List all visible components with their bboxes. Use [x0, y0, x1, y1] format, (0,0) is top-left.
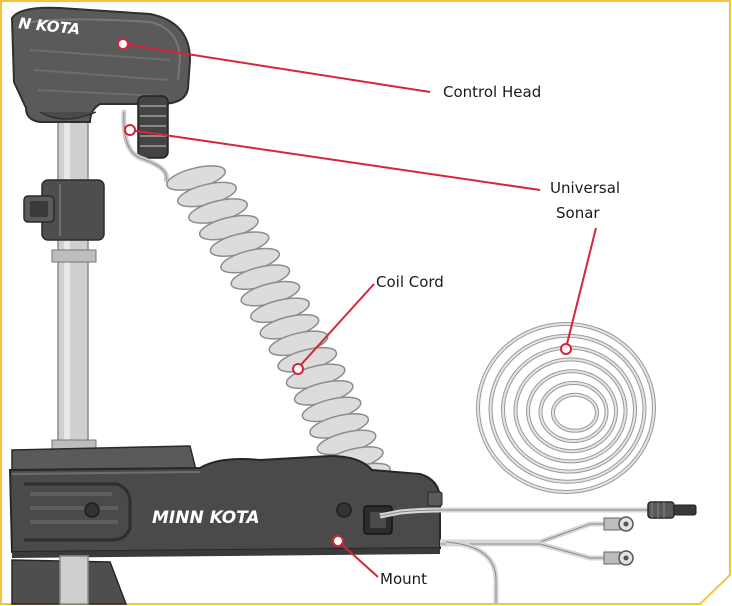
coil-cord-loops	[166, 165, 398, 505]
callout-dot-mount	[332, 535, 344, 547]
sonar-cable-lower	[379, 501, 697, 519]
sonar-coil-ring-highlight	[514, 358, 627, 463]
power-leads	[440, 516, 634, 604]
shaft	[51, 99, 97, 461]
callout-dot-universal-sonar-top	[124, 124, 136, 136]
sonar-coil-ring-highlight	[527, 370, 617, 453]
callout-universal-sonar: Universal Sonar	[124, 124, 620, 355]
label-control-head: Control Head	[443, 83, 541, 101]
callout-dot-control-head	[117, 38, 129, 50]
callout-line-control-head	[122, 43, 431, 93]
label-universal-sonar-line2: Sonar	[556, 204, 600, 222]
label-universal-sonar-line1: Universal	[550, 179, 620, 197]
callout-coil-cord: Coil Cord	[292, 273, 444, 375]
motor-lower	[11, 555, 128, 605]
label-coil-cord: Coil Cord	[376, 273, 444, 291]
callout-line-universal-sonar-coil	[565, 227, 597, 349]
sonar-coil-ring-highlight	[489, 334, 646, 483]
callout-control-head: Control Head	[117, 38, 541, 101]
callout-line-coil-cord	[297, 283, 375, 369]
callout-line-universal-sonar-top	[129, 129, 541, 191]
control-head-body: N KOTA	[10, 6, 192, 123]
callout-dot-universal-sonar-coil	[560, 343, 572, 355]
callout-line-mount	[337, 540, 379, 578]
shaft-clamp	[23, 179, 105, 241]
sonar-coil-ring-highlight	[539, 382, 608, 442]
mount-logo: MINN KOTA	[152, 508, 260, 528]
callout-mount: Mount	[332, 535, 427, 588]
label-mount: Mount	[380, 570, 427, 588]
callout-dot-coil-cord	[292, 363, 304, 375]
sonar-coil-ring-highlight	[477, 323, 655, 493]
sonar-coil-ring-highlight	[552, 393, 598, 432]
coil-cord-upper	[137, 95, 169, 159]
